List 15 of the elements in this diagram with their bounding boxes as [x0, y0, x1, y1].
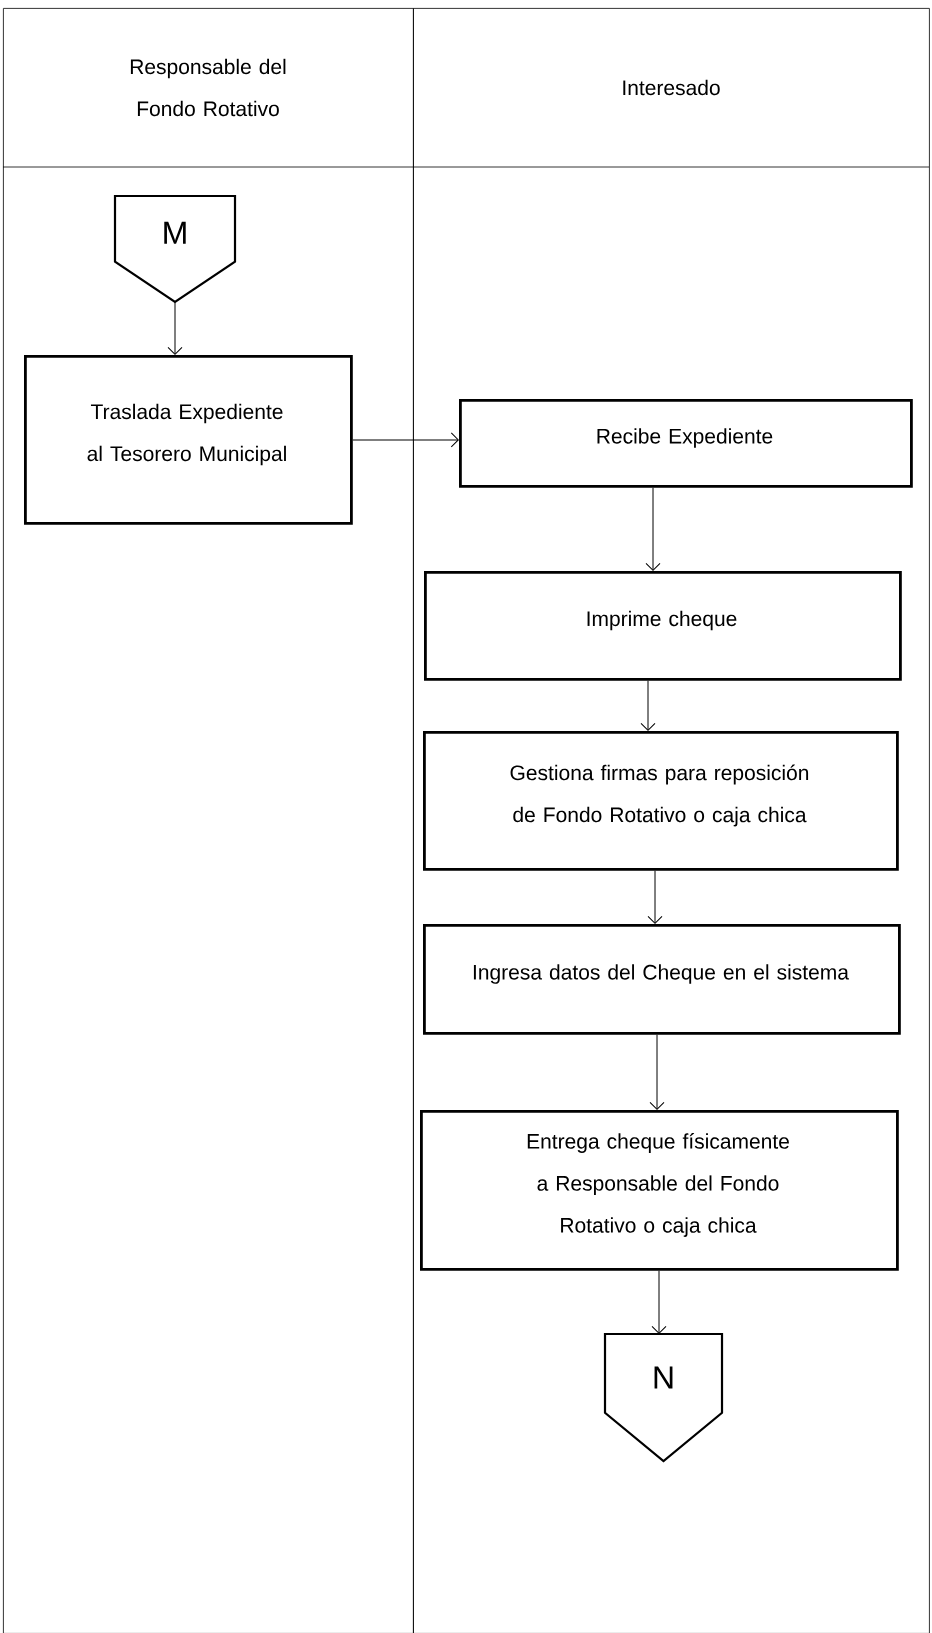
process-box: Imprime cheque	[424, 571, 902, 681]
arrow	[640, 680, 656, 731]
process-box: Entrega cheque físicamente a Responsable del Fondo Rotativo o caja chica	[420, 1110, 899, 1271]
process-box: Recibe Expediente	[459, 399, 913, 488]
process-box: Traslada Expediente al Tesorero Municipal	[24, 355, 353, 525]
off-page-connector: M	[113, 194, 237, 304]
process-box: Ingresa datos del Cheque en el sistema	[423, 924, 901, 1035]
arrow	[167, 301, 183, 355]
arrow	[649, 1034, 665, 1110]
arrow	[352, 432, 459, 448]
off-page-connector: N	[603, 1332, 724, 1463]
arrow	[647, 870, 663, 924]
process-box: Gestiona firmas para reposición de Fondo Rotativo o caja chica	[423, 731, 899, 871]
arrow	[645, 487, 661, 571]
arrow	[651, 1270, 667, 1334]
